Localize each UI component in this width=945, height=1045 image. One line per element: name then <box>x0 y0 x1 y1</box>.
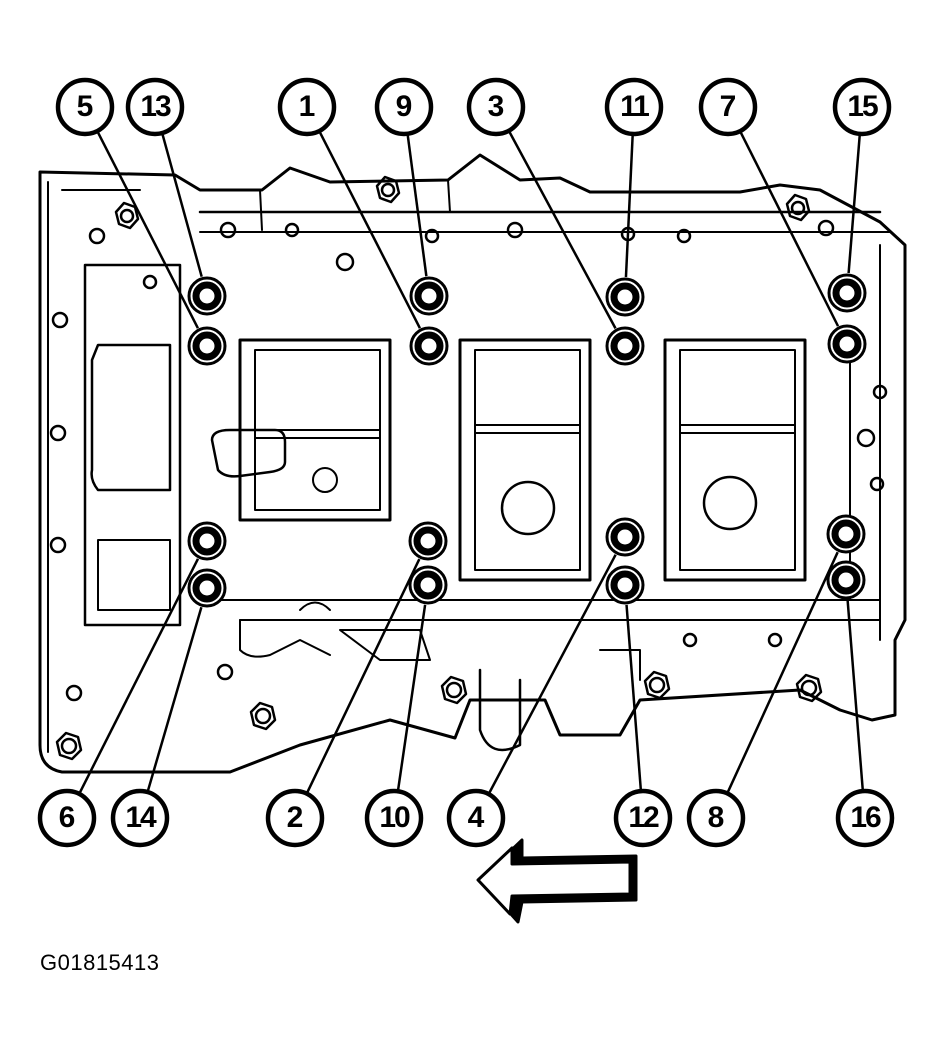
callout-label-2: 2 <box>287 801 304 834</box>
callout-label-4: 4 <box>468 801 485 834</box>
bolt-socket <box>831 519 861 549</box>
leader-line-11 <box>624 133 634 278</box>
leader-line-7 <box>738 130 840 327</box>
bolt-socket <box>192 526 222 556</box>
leader-line-2 <box>305 558 421 795</box>
callout-circle-9 <box>374 77 434 137</box>
callout-label-5: 5 <box>77 90 94 123</box>
leader-line-10 <box>396 604 427 792</box>
leader-line-14 <box>146 606 203 793</box>
engine-front-arrow <box>476 838 638 924</box>
leader-line-13 <box>160 132 203 278</box>
callout-label-13: 13 <box>140 90 171 123</box>
callout-label-15: 15 <box>847 90 878 123</box>
leader-line-3 <box>507 130 617 329</box>
bolt-socket <box>192 331 222 361</box>
callout-circle-16 <box>835 788 895 848</box>
leader-line-5 <box>96 130 200 329</box>
callout-circle-1 <box>277 77 337 137</box>
leader-line-8 <box>726 551 839 794</box>
bolt-socket <box>413 570 443 600</box>
bolt-socket <box>832 278 862 308</box>
leader-line-1 <box>318 130 422 329</box>
callout-label-3: 3 <box>488 90 505 123</box>
leader-line-16 <box>846 599 865 792</box>
callout-label-6: 6 <box>59 801 76 834</box>
callout-label-12: 12 <box>628 801 659 834</box>
callout-label-9: 9 <box>396 90 413 123</box>
callout-label-7: 7 <box>720 90 737 123</box>
callout-label-1: 1 <box>299 90 316 123</box>
main-bearing-bolts <box>187 273 867 608</box>
leader-line-4 <box>487 554 617 795</box>
leader-line-9 <box>406 133 428 277</box>
callout-circle-3 <box>466 77 526 137</box>
callout-label-8: 8 <box>708 801 725 834</box>
bolt-socket <box>832 329 862 359</box>
bolt-socket <box>831 565 861 595</box>
callout-circle-10 <box>364 788 424 848</box>
bolt-socket <box>610 331 640 361</box>
callout-circle-15 <box>832 77 892 137</box>
figure-id: G01815413 <box>40 950 160 975</box>
callout-circle-6 <box>37 788 97 848</box>
bolt-socket <box>610 282 640 312</box>
callout-circle-7 <box>698 77 758 137</box>
callout-circle-12 <box>613 788 673 848</box>
leader-line-6 <box>78 558 200 795</box>
callout-circle-11 <box>604 77 664 137</box>
leader-line-12 <box>625 604 643 792</box>
callout-circle-4 <box>446 788 506 848</box>
callout-label-16: 16 <box>850 801 881 834</box>
bolt-socket <box>414 331 444 361</box>
bolt-sequence-callouts: 5 13 1 9 3 11 7 15 6 14 2 10 4 12 8 16 <box>37 77 895 848</box>
bolt-socket <box>413 526 443 556</box>
bolt-socket <box>414 281 444 311</box>
callout-circle-2 <box>265 788 325 848</box>
bolt-socket <box>192 281 222 311</box>
callout-circle-5 <box>55 77 115 137</box>
bolt-socket <box>192 573 222 603</box>
callout-circle-8 <box>686 788 746 848</box>
callout-leader-lines <box>78 130 865 795</box>
callout-circle-14 <box>110 788 170 848</box>
leader-line-15 <box>847 133 862 274</box>
callout-label-14: 14 <box>125 801 157 834</box>
callout-circle-13 <box>125 77 185 137</box>
callout-label-10: 10 <box>379 801 410 834</box>
engine-block-drawing <box>38 153 907 774</box>
bolt-socket <box>610 570 640 600</box>
bolt-socket <box>610 522 640 552</box>
callout-label-11: 11 <box>620 90 649 123</box>
